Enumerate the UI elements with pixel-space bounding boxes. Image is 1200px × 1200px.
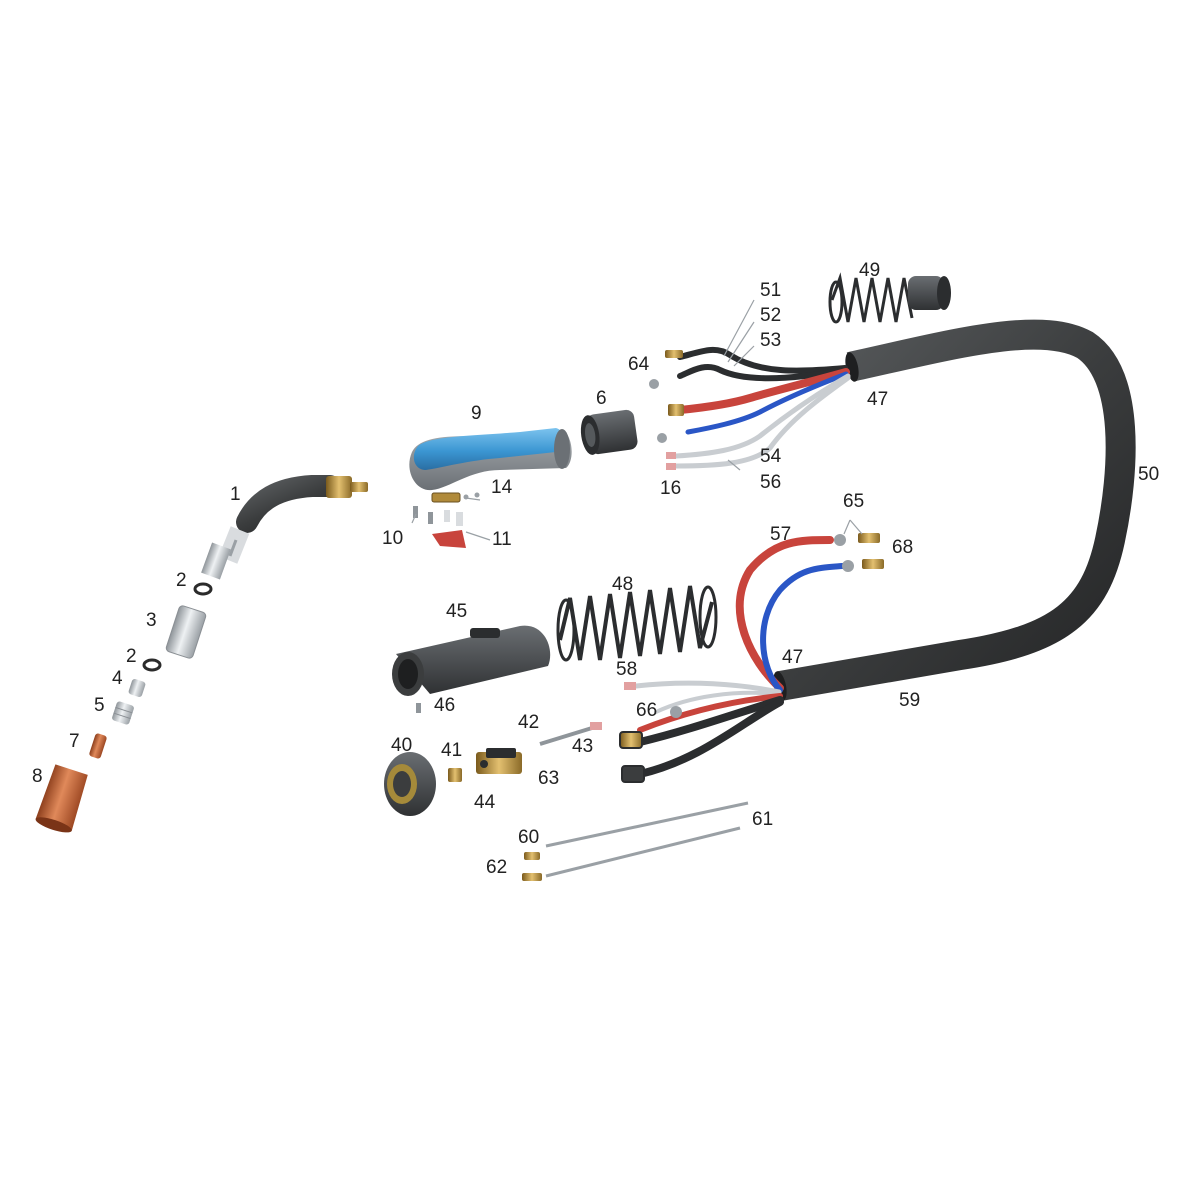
pin-42 xyxy=(539,726,593,746)
part-label-51: 51 xyxy=(760,280,781,301)
spring-49 xyxy=(828,272,951,324)
handle-9 xyxy=(409,428,572,491)
nipple-62 xyxy=(522,873,542,881)
part-label-44: 44 xyxy=(474,792,496,813)
part-label-52: 52 xyxy=(760,305,781,326)
part-label-57: 57 xyxy=(770,524,791,545)
torch-neck xyxy=(201,475,368,580)
part-label-64: 64 xyxy=(628,354,650,375)
insulator-4 xyxy=(128,679,146,697)
gas-diffuser-3 xyxy=(165,605,207,659)
part-label-10: 10 xyxy=(382,528,403,549)
part-label-47b: 47 xyxy=(782,647,803,668)
o-ring-2a xyxy=(193,582,213,596)
part-label-66: 66 xyxy=(636,700,657,721)
part-label-7: 7 xyxy=(69,731,80,752)
spring-48 xyxy=(556,585,718,662)
lower-harness xyxy=(619,533,884,783)
part-label-50: 50 xyxy=(1138,464,1159,485)
nut-41 xyxy=(448,768,462,782)
part-label-58: 58 xyxy=(616,659,637,680)
part-label-49: 49 xyxy=(859,260,880,281)
part-label-14: 14 xyxy=(491,477,513,498)
part-label-47a: 47 xyxy=(867,389,888,410)
coupling-6 xyxy=(580,409,638,455)
part-label-8: 8 xyxy=(32,766,43,787)
liner-61b xyxy=(545,826,741,878)
part-label-11: 11 xyxy=(492,529,512,550)
nut-40 xyxy=(384,752,436,816)
contact-tip-7 xyxy=(89,733,107,759)
upper-harness xyxy=(649,346,851,470)
part-labels: 1 2 2 3 4 5 6 7 8 9 10 11 14 16 40 41 42… xyxy=(32,260,1159,878)
nipple-60 xyxy=(524,852,540,860)
trigger-11 xyxy=(432,530,466,548)
part-label-65: 65 xyxy=(843,491,864,512)
part-label-9: 9 xyxy=(471,403,482,424)
part-label-42: 42 xyxy=(518,712,539,733)
part-label-63: 63 xyxy=(538,768,559,789)
part-label-60: 60 xyxy=(518,827,539,848)
consumable-parts xyxy=(35,582,213,833)
part-label-46: 46 xyxy=(434,695,455,716)
o-ring-2b xyxy=(142,658,162,672)
trigger-parts xyxy=(413,492,480,548)
part-label-5: 5 xyxy=(94,695,105,716)
part-label-61: 61 xyxy=(752,809,773,830)
part-label-54: 54 xyxy=(760,446,782,467)
screw-10b xyxy=(428,512,433,524)
part-label-40: 40 xyxy=(391,735,412,756)
part-label-45: 45 xyxy=(446,601,467,622)
central-connector-parts xyxy=(384,722,749,881)
part-label-6: 6 xyxy=(596,388,607,409)
part-label-59: 59 xyxy=(899,690,920,711)
switch-14 xyxy=(431,492,461,503)
part-label-2a: 2 xyxy=(176,570,187,591)
connector-64 xyxy=(665,350,683,358)
part-label-16: 16 xyxy=(660,478,681,499)
part-label-4: 4 xyxy=(112,668,123,689)
connector-body-63 xyxy=(476,748,522,774)
part-label-62: 62 xyxy=(486,857,507,878)
part-label-2b: 2 xyxy=(126,646,137,667)
leader-lines xyxy=(411,299,863,541)
nozzle-8 xyxy=(35,764,88,833)
part-label-1: 1 xyxy=(230,484,241,505)
part-label-3: 3 xyxy=(146,610,157,631)
part-label-41: 41 xyxy=(441,740,462,761)
part-label-56: 56 xyxy=(760,472,781,493)
part-label-48: 48 xyxy=(612,574,633,595)
part-label-53: 53 xyxy=(760,330,781,351)
part-label-68: 68 xyxy=(892,537,913,558)
screw-10a xyxy=(413,506,418,518)
rear-handle-45 xyxy=(392,625,551,713)
part-label-43: 43 xyxy=(572,736,593,757)
liner-61a xyxy=(545,801,749,848)
tip-holder-5 xyxy=(112,701,134,725)
screw-46 xyxy=(416,703,421,713)
